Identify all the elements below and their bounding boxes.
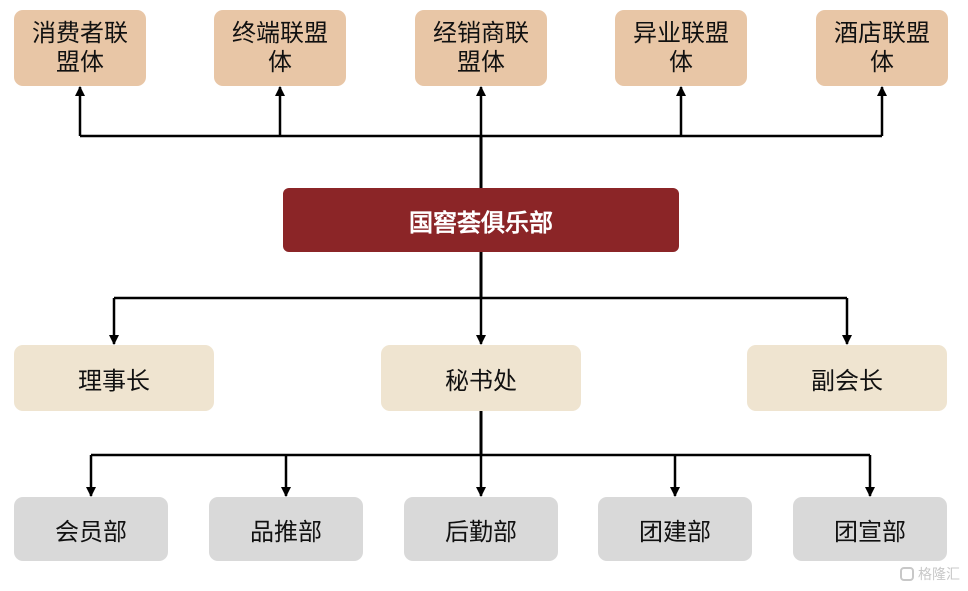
node-logistics-dept: 后勤部 <box>404 497 558 561</box>
node-vice-president: 副会长 <box>747 345 947 411</box>
node-hotel-alliance: 酒店联盟体 <box>816 10 948 86</box>
node-label: 团建部 <box>639 517 711 546</box>
node-terminal-alliance: 终端联盟体 <box>214 10 346 86</box>
node-teambuilding-dept: 团建部 <box>598 497 752 561</box>
logo-icon <box>900 567 914 581</box>
node-promotion-dept: 品推部 <box>209 497 363 561</box>
node-membership-dept: 会员部 <box>14 497 168 561</box>
node-label: 秘书处 <box>445 366 517 395</box>
node-consumer-alliance: 消费者联盟体 <box>14 10 146 86</box>
node-label: 消费者联盟体 <box>32 19 128 76</box>
node-label: 理事长 <box>78 366 150 395</box>
node-label: 异业联盟体 <box>633 19 729 76</box>
node-label: 终端联盟体 <box>232 19 328 76</box>
node-label: 酒店联盟体 <box>834 19 930 76</box>
node-crossindustry-alliance: 异业联盟体 <box>615 10 747 86</box>
node-label: 会员部 <box>55 517 127 546</box>
node-label: 团宣部 <box>834 517 906 546</box>
center-label: 国窖荟俱乐部 <box>409 208 553 237</box>
watermark: 格隆汇 <box>900 564 960 584</box>
node-label: 经销商联盟体 <box>433 19 529 76</box>
node-publicity-dept: 团宣部 <box>793 497 947 561</box>
node-club-center: 国窖荟俱乐部 <box>283 188 679 252</box>
node-chairman: 理事长 <box>14 345 214 411</box>
watermark-label: 格隆汇 <box>918 567 960 583</box>
node-label: 品推部 <box>250 517 322 546</box>
node-label: 后勤部 <box>445 517 517 546</box>
node-distributor-alliance: 经销商联盟体 <box>415 10 547 86</box>
node-secretariat: 秘书处 <box>381 345 581 411</box>
node-label: 副会长 <box>811 366 883 395</box>
